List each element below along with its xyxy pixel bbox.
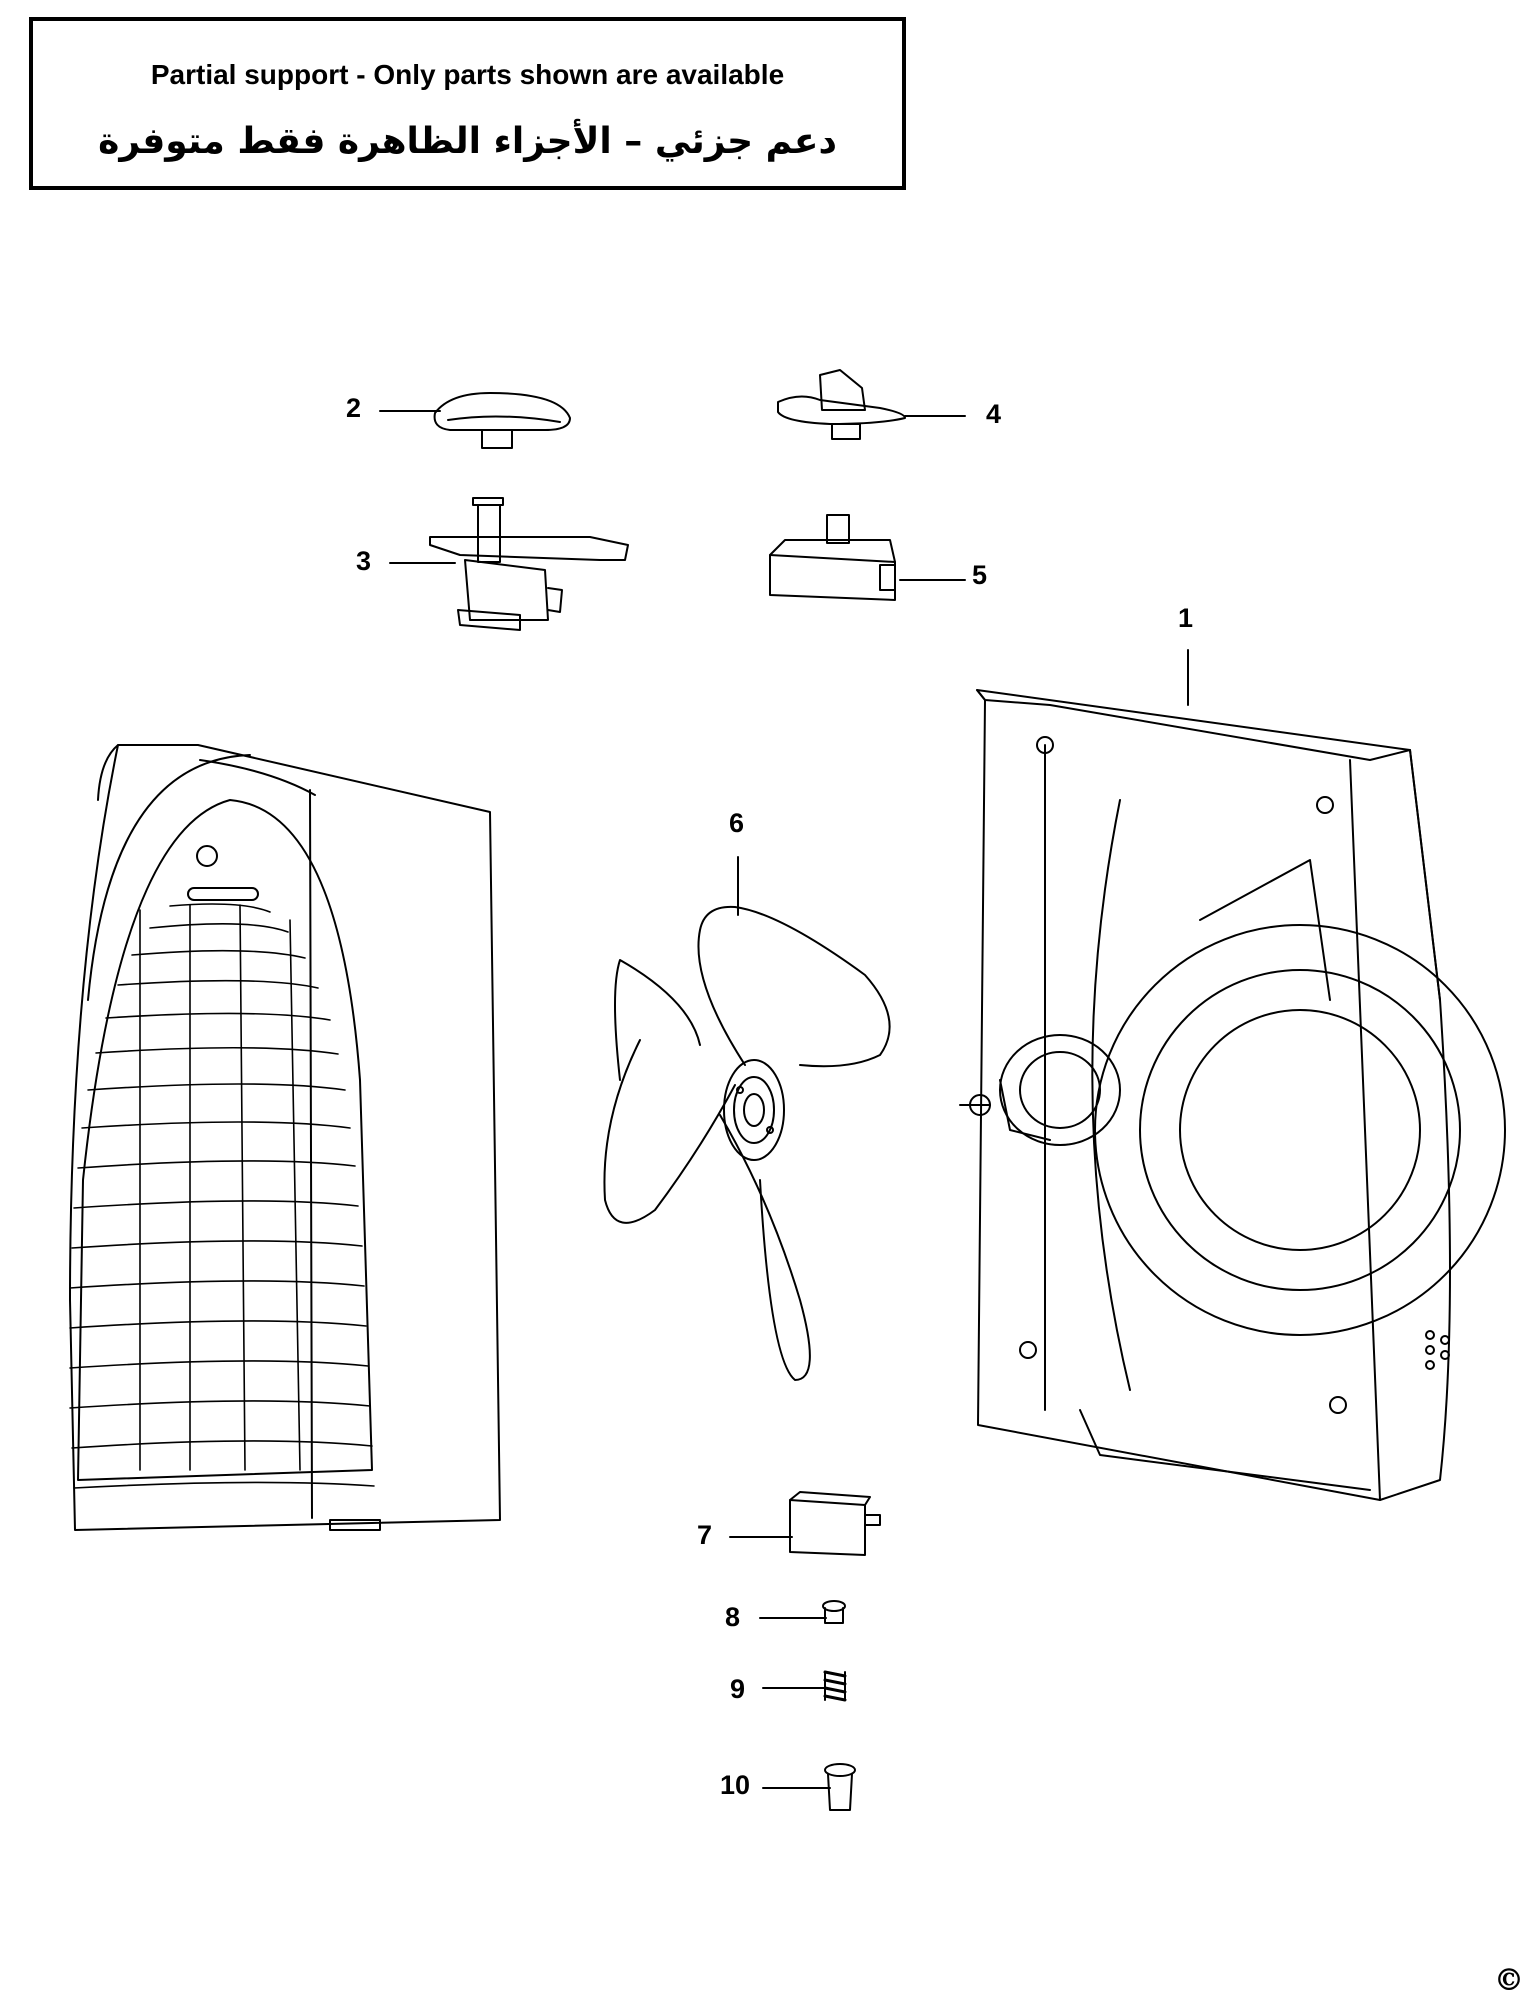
- part-8-cap: [822, 1600, 846, 1624]
- callout-7: 7: [697, 1520, 713, 1550]
- part-10-bushing: [824, 1763, 856, 1811]
- callout-3: 3: [356, 546, 372, 576]
- callout-6: 6: [729, 808, 745, 838]
- availability-notice: Partial support - Only parts shown are a…: [29, 17, 906, 190]
- part-7-micro-switch: [789, 1491, 881, 1556]
- notice-english: Partial support - Only parts shown are a…: [150, 59, 785, 90]
- part-3-switch-assembly: [429, 497, 629, 631]
- callout-5: 5: [972, 560, 988, 590]
- callout-2: 2: [346, 393, 362, 423]
- callout-9: 9: [730, 1674, 746, 1704]
- callout-8: 8: [725, 1602, 741, 1632]
- leader-lines: [379, 410, 1189, 1789]
- part-1-rear-housing: [959, 689, 1506, 1501]
- callout-1: 1: [1178, 603, 1194, 633]
- copyright-symbol: ©: [1494, 1963, 1524, 1998]
- front-grille-housing: [69, 744, 501, 1531]
- part-6-fan-blade: [603, 905, 891, 1381]
- callout-10: 10: [720, 1770, 751, 1800]
- part-2-knob: [433, 392, 571, 449]
- part-9-spring: [823, 1670, 847, 1702]
- notice-arabic: دعم جزئي – الأجزاء الظاهرة فقط متوفرة: [98, 121, 837, 162]
- callout-4: 4: [986, 399, 1002, 429]
- part-5-rotary-switch: [769, 514, 896, 601]
- part-4-pointer-knob: [777, 369, 906, 440]
